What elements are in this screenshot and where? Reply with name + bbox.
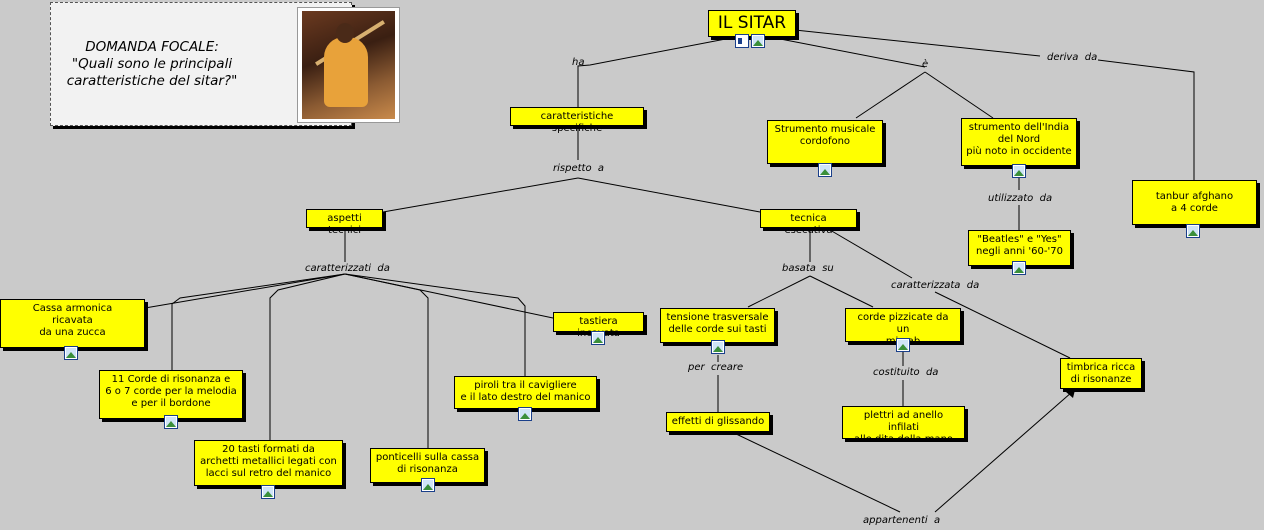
node-tecnica-esecutiva[interactable]: tecnica esecutiva [760,209,857,236]
node-label: IL SITAR [717,13,787,33]
edge-sitar-deriva [794,29,1041,57]
image-icon[interactable] [1186,224,1200,238]
node-corde-pizzicate[interactable]: corde pizzicate da un mizrab [845,308,961,347]
image-icon[interactable] [591,331,605,345]
node-corde-risonanza[interactable]: 11 Corde di risonanza e 6 o 7 corde per … [99,370,243,419]
edge-caratterizzata-timbrica [934,291,1071,359]
image-icon[interactable] [751,34,765,48]
node-beatles[interactable]: "Beatles" e "Yes" negli anni '60-'70 [968,230,1071,266]
edge-glissando-appartenenti [731,431,901,513]
label-costituito-da: costituito da [873,367,939,378]
focal-question: DOMANDA FOCALE: "Quali sono le principal… [66,39,238,89]
edge-e-india [924,71,994,119]
edge-sitar-ha [577,36,737,107]
image-icon[interactable] [518,407,532,421]
image-icon[interactable] [64,346,78,360]
speaker-icon[interactable] [735,34,749,48]
node-strumento-musicale[interactable]: Strumento musicale cordofono [767,120,883,164]
node-20-tasti[interactable]: 20 tasti formati da archetti metallici l… [194,440,343,486]
edge-basata-pizzicate [809,275,874,308]
image-icon[interactable] [1012,164,1026,178]
edge-deriva-tanbur [1097,59,1195,180]
sitar-player-photo[interactable] [297,7,400,123]
edge-car-piroli [344,273,526,376]
node-caratteristiche-specifiche[interactable]: caratteristiche specifiche [510,107,644,134]
edge-appartenenti-timbrica [934,391,1073,513]
label-e: è [922,59,929,70]
edge-car-11corde [171,273,346,370]
image-icon[interactable] [711,340,725,354]
edge-rispetto-tecnica [577,177,761,213]
label-utilizzato-da: utilizzato da [988,193,1053,204]
edge-car-tastiera [344,273,554,319]
edge-e-strumento [855,71,926,119]
image-icon[interactable] [261,485,275,499]
image-icon[interactable] [896,338,910,352]
edge-sitar-e [769,36,926,68]
label-deriva-da: deriva da [1047,52,1098,63]
image-icon[interactable] [1012,261,1026,275]
label-rispetto-a: rispetto a [553,163,605,174]
label-basata-su: basata su [782,263,834,274]
node-aspetti-tecnici[interactable]: aspetti tecnici [306,209,383,236]
focal-question-box: DOMANDA FOCALE: "Quali sono le principal… [50,2,400,126]
node-ponticelli[interactable]: ponticelli sulla cassa di risonanza [370,448,485,483]
label-appartenenti-a: appartenenti a [863,515,941,526]
edge-rispetto-aspetti [382,177,579,213]
node-il-sitar[interactable]: IL SITAR [708,10,796,37]
node-cassa-armonica[interactable]: Cassa armonica ricavata da una zucca [0,299,145,348]
image-icon[interactable] [818,163,832,177]
node-effetti-glissando[interactable]: effetti di glissando [666,412,770,432]
node-piroli[interactable]: piroli tra il cavigliere e il lato destr… [454,376,597,409]
node-tensione-trasversale[interactable]: tensione trasversale delle corde sui tas… [660,308,775,343]
edge-car-cassa [144,273,346,309]
image-icon[interactable] [421,478,435,492]
label-per-creare: per creare [688,362,744,373]
edge-car-ponticelli [344,273,429,448]
node-plettri[interactable]: plettri ad anello infilati alle dita del… [842,406,965,445]
edge-basata-tensione [747,275,811,308]
image-icon[interactable] [164,415,178,429]
label-caratterizzata-da: caratterizzata da [891,280,980,291]
arrowhead [1066,386,1076,398]
node-strumento-india[interactable]: strumento dell'India del Nord più noto i… [961,118,1077,166]
node-timbrica[interactable]: timbrica ricca di risonanze [1060,358,1142,389]
node-tanbur[interactable]: tanbur afghano a 4 corde [1132,180,1257,225]
edge-tecnica-caratterizzata [829,229,913,279]
label-caratterizzati-da: caratterizzati da [305,263,390,274]
edge-car-20tasti [269,273,346,440]
label-ha: ha [572,57,585,68]
